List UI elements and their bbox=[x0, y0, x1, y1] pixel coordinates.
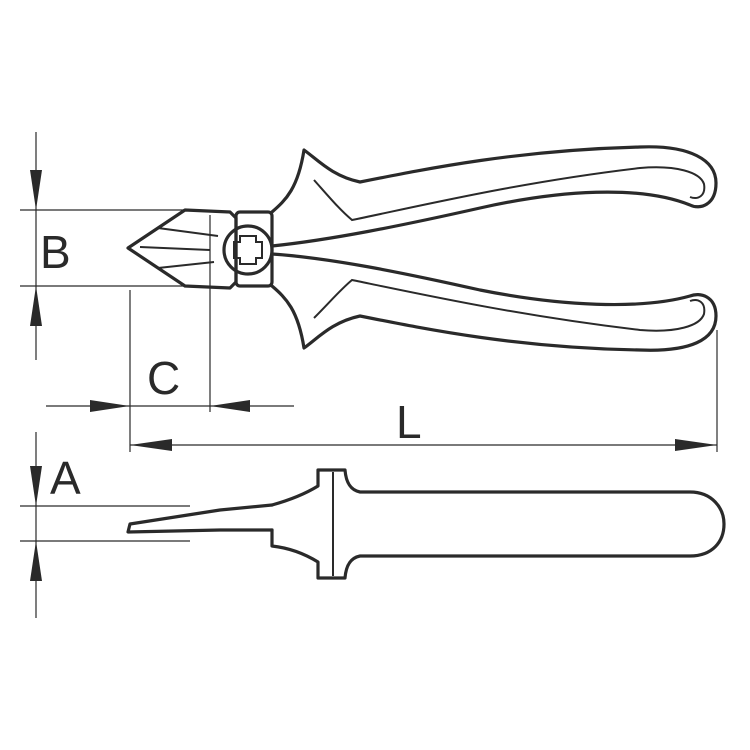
dimension-b: B bbox=[20, 132, 195, 360]
dim-a-arrow-bottom bbox=[30, 541, 42, 581]
dim-l-arrow-right bbox=[675, 439, 717, 451]
pliers-jaw-edge bbox=[139, 227, 219, 269]
dim-b-arrow-bottom bbox=[30, 286, 42, 326]
pliers-lower-handle bbox=[270, 252, 718, 352]
pliers-upper-grip bbox=[313, 166, 706, 222]
dimension-c: C bbox=[46, 215, 294, 452]
dim-a-arrow-top bbox=[30, 466, 42, 506]
pliers-top-view bbox=[126, 145, 718, 352]
dim-c-arrow-right bbox=[210, 400, 250, 412]
side-jaw bbox=[126, 503, 274, 534]
dim-c-arrow-left bbox=[90, 400, 130, 412]
dim-l-arrow-left bbox=[130, 439, 172, 451]
dim-c-label: C bbox=[147, 352, 180, 404]
side-head bbox=[270, 468, 726, 580]
dim-l-label: L bbox=[396, 396, 422, 448]
pliers-side-view bbox=[126, 468, 726, 580]
pliers-joint bbox=[234, 210, 274, 288]
dim-a-label: A bbox=[50, 452, 81, 504]
dim-b-label: B bbox=[40, 226, 71, 278]
pliers-pivot bbox=[222, 224, 274, 276]
pliers-jaw bbox=[126, 208, 238, 290]
pliers-lower-grip bbox=[313, 278, 706, 332]
dimension-l: L bbox=[130, 330, 718, 452]
pliers-pivot-cross bbox=[233, 235, 263, 265]
pliers-upper-handle bbox=[270, 145, 718, 248]
dim-b-arrow-top bbox=[30, 170, 42, 210]
dimension-a: A bbox=[20, 432, 190, 618]
